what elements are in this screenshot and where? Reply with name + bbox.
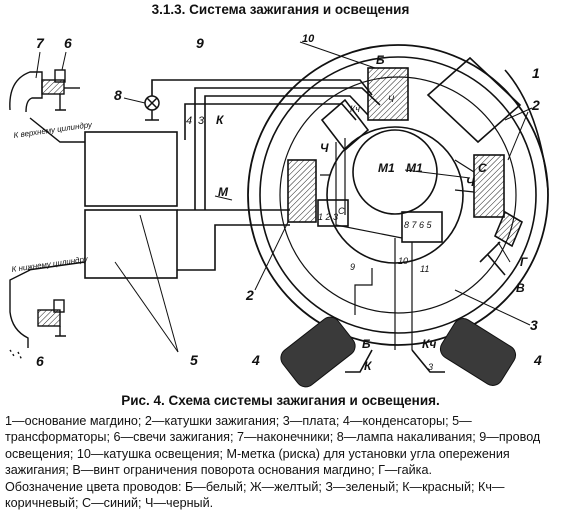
transformer-lower	[84, 209, 178, 279]
label-s-right: С	[478, 161, 487, 175]
label-k-wire: К	[216, 113, 225, 127]
wire-label-4: 4	[186, 115, 192, 127]
callout-7: 7	[36, 35, 45, 51]
label-m1-left: М1	[378, 161, 395, 175]
plate-wires	[320, 138, 475, 350]
callout-2-top: 2	[531, 97, 540, 113]
terminal-block-right	[401, 211, 443, 243]
label-b-top: Б	[376, 53, 385, 67]
ignition-coil-right	[473, 154, 505, 218]
callout-2-left: 2	[245, 287, 254, 303]
wire-3	[204, 95, 369, 210]
label-c-left: С	[338, 206, 345, 216]
legend-items: 1—основание магдино; 2—катушки зажигания…	[5, 414, 541, 478]
capacitor-left	[280, 316, 356, 388]
callout-3-right: 3	[530, 317, 538, 333]
label-b-bottom: Б	[362, 337, 371, 351]
terminal-9: 9	[350, 262, 355, 272]
callout-6-top: 6	[64, 35, 72, 51]
base-window-top	[426, 56, 522, 144]
callout-4-left: 4	[251, 352, 260, 368]
callout-5: 5	[190, 352, 198, 368]
callout-8: 8	[114, 87, 122, 103]
label-ch-right: Ч	[466, 175, 475, 189]
callout-10: 10	[302, 33, 315, 45]
label-m1-right: М1	[406, 161, 423, 175]
base-edge	[504, 69, 549, 191]
spark-plug-lower	[9, 261, 86, 361]
wire-k	[194, 87, 381, 210]
screw-g	[479, 210, 524, 263]
label-kch-left: Кч	[350, 104, 360, 114]
plug-label-lower: К нижнему цилиндру	[11, 254, 89, 274]
terminals-right: 8 7 6 5	[404, 220, 433, 230]
callout-4-right: 4	[533, 352, 542, 368]
base-window-left	[320, 98, 370, 152]
lighting-coil-10	[367, 67, 409, 121]
wire-bottom-k	[345, 349, 373, 373]
label-k-bottom: К	[364, 359, 373, 373]
capacitor-right	[439, 318, 517, 386]
wire-label-3: 3	[198, 115, 205, 127]
callout-9: 9	[196, 35, 204, 51]
wire-lower	[177, 224, 290, 271]
screw-v	[487, 254, 506, 276]
magneto-base-inner-circle	[259, 56, 537, 334]
label-g: Г	[520, 255, 528, 269]
figure-caption: Рис. 4. Схема системы зажигания и освеще…	[121, 393, 440, 408]
terminal-3-bottom: 3	[428, 362, 433, 372]
label-v: В	[516, 281, 525, 295]
terminal-block-left	[317, 199, 349, 227]
callout-6-bottom: 6	[36, 353, 44, 369]
magneto-base-outer-circle	[247, 44, 549, 346]
legend-wire-colors: Обозначение цвета проводов: Б—белый; Ж—ж…	[5, 479, 505, 511]
transformer-upper	[84, 131, 178, 207]
terminals-left: 1 2 3	[318, 212, 338, 222]
spark-plug-upper	[9, 69, 85, 143]
terminal-11: 11	[420, 264, 429, 274]
label-ch-wire: Ч	[388, 94, 395, 104]
hub-circle	[352, 129, 438, 215]
label-m: М	[218, 185, 229, 199]
lighting-wire-9	[151, 79, 373, 96]
terminal-10: 10	[398, 256, 408, 266]
wire-4	[184, 103, 357, 140]
label-ch-left: Ч	[320, 141, 329, 155]
section-heading: 3.1.3. Система зажигания и освещения	[151, 2, 410, 17]
legend: 1—основание магдино; 2—катушки зажигания…	[5, 413, 557, 511]
callout-1: 1	[532, 65, 540, 81]
ignition-lighting-diagram: 1 2 2 3 4 4 5 6 6 7 8 9 10 М М1 М1 Г В Б…	[9, 33, 549, 388]
wire-bottom-kch	[411, 349, 445, 373]
label-kch-bottom: Кч	[422, 337, 436, 351]
ignition-coil-left	[287, 159, 317, 223]
lamp-8	[144, 95, 160, 121]
